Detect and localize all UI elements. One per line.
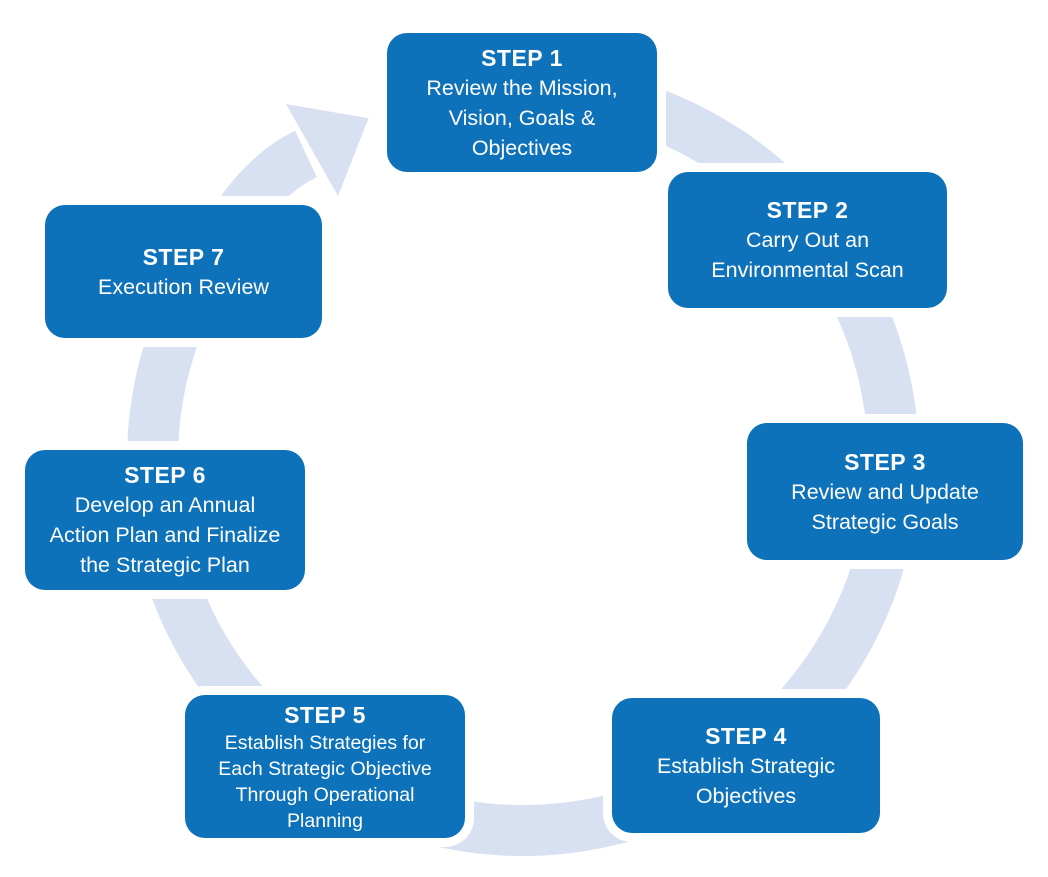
step-1-text: Review the Mission, Vision, Goals & Obje… [426,75,618,160]
step-5-label: STEP 5 [284,701,366,728]
step-7-box: STEP 7 Execution Review [45,205,322,338]
step-4-text: Establish Strategic Objectives [656,753,836,808]
step-2-box: STEP 2 Carry Out an Environmental Scan [668,172,947,308]
step-7-text: Execution Review [98,274,269,299]
step-2-label: STEP 2 [766,197,849,223]
step-1-box: STEP 1 Review the Mission, Vision, Goals… [387,33,657,172]
step-4-box: STEP 4 Establish Strategic Objectives [612,698,880,833]
step-6-text: Develop an Annual Action Plan and Finali… [49,493,281,577]
step-3-box: STEP 3 Review and Update Strategic Goals [747,423,1023,560]
cycle-arrowhead-icon [286,104,369,196]
step-3-label: STEP 3 [844,448,926,475]
step-3-text: Review and Update Strategic Goals [791,479,979,534]
step-5-box: STEP 5 Establish Strategies for Each Str… [185,695,465,838]
step-4-label: STEP 4 [705,722,787,749]
step-2-text: Carry Out an Environmental Scan [711,228,904,282]
step-6-label: STEP 6 [124,462,206,488]
step-7-label: STEP 7 [142,243,225,270]
step-5-text: Establish Strategies for Each Strategic … [218,731,432,832]
step-6-box: STEP 6 Develop an Annual Action Plan and… [25,450,305,590]
step-1-label: STEP 1 [481,44,563,71]
